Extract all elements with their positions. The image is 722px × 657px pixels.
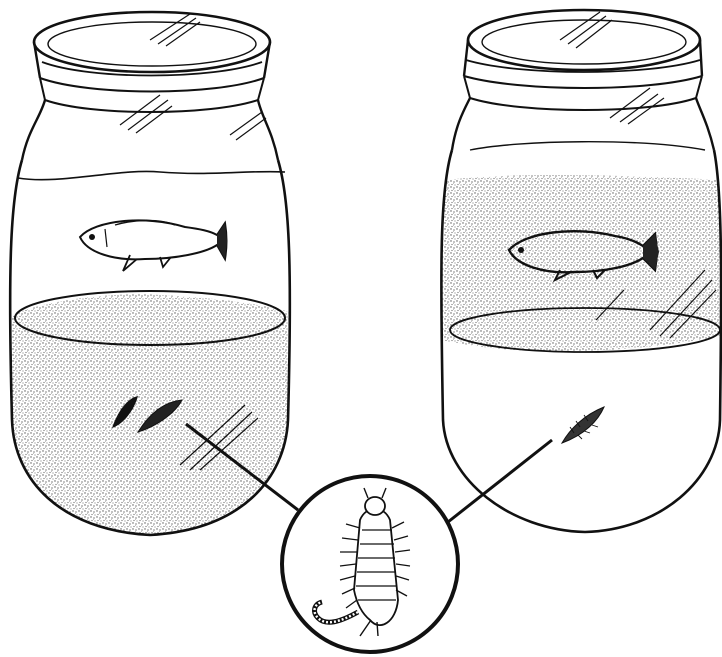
larva-icon [562, 407, 604, 443]
left-jar-water-surface [18, 171, 285, 179]
right-pointer-line [448, 440, 552, 522]
left-jar [0, 12, 300, 560]
magnifier [282, 476, 458, 652]
right-jar-murky-water [430, 175, 722, 351]
right-jar [430, 10, 722, 532]
fish-icon [80, 220, 227, 271]
